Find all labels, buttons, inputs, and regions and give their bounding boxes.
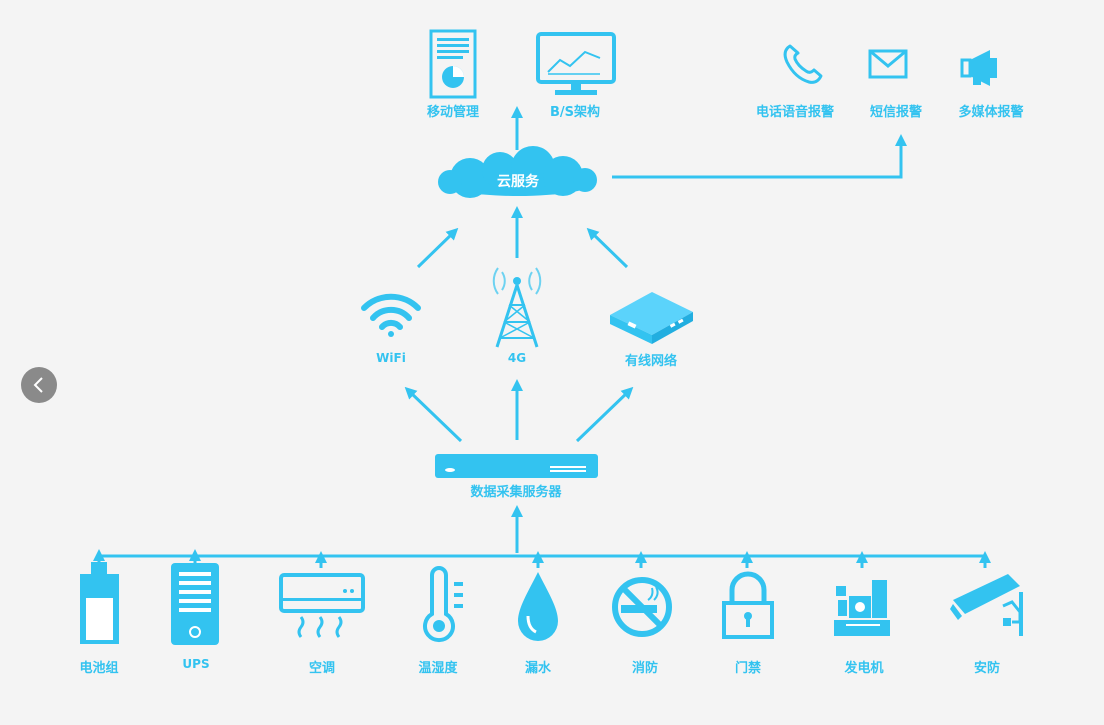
chevron-left-icon — [33, 377, 43, 393]
generator-icon — [834, 580, 890, 636]
battery-icon — [80, 562, 119, 644]
megaphone-icon — [960, 50, 997, 86]
bs-arch-label: B/S架构 — [549, 105, 601, 120]
ups-icon — [171, 563, 219, 645]
multimedia-alarm-label: 多媒体报警 — [958, 105, 1024, 120]
cell-tower-icon — [492, 267, 542, 348]
device-label-aircon: 空调 — [308, 661, 336, 676]
device-label-access-control: 门禁 — [734, 661, 762, 676]
device-label-temp-humidity: 温湿度 — [418, 661, 458, 676]
cloud-icon — [438, 146, 597, 198]
device-label-security: 安防 — [973, 661, 1001, 676]
thermometer-icon — [423, 566, 463, 643]
cloud-service-label: 云服务 — [497, 174, 539, 190]
sms-alarm-label: 短信报警 — [869, 105, 923, 120]
monitor-chart-icon — [536, 32, 616, 95]
connector-arrows — [93, 106, 991, 568]
envelope-icon — [868, 49, 908, 79]
no-smoking-icon — [612, 577, 672, 637]
phone-icon — [783, 44, 823, 84]
4g-label: 4G — [507, 351, 527, 365]
water-drop-icon — [518, 572, 558, 641]
device-label-generator: 发电机 — [844, 661, 884, 676]
mobile-mgmt-label: 移动管理 — [426, 105, 480, 120]
device-label-water-leak: 漏水 — [524, 661, 552, 676]
data-collection-server-label: 数据采集服务器 — [470, 485, 562, 500]
wifi-icon — [361, 293, 421, 337]
wifi-label: WiFi — [376, 351, 406, 365]
device-label-fire: 消防 — [631, 661, 659, 676]
device-label-ups: UPS — [182, 657, 210, 671]
security-camera-icon — [950, 574, 1023, 636]
phone-alarm-label: 电话语音报警 — [755, 105, 835, 120]
device-label-battery: 电池组 — [79, 661, 119, 676]
document-chart-icon — [429, 29, 477, 99]
server-device-icon — [435, 454, 598, 478]
air-conditioner-icon — [279, 573, 365, 638]
lock-icon — [722, 571, 774, 639]
previous-slide-button[interactable] — [21, 367, 57, 403]
network-box-icon — [610, 292, 693, 344]
wired-network-label: 有线网络 — [624, 354, 678, 369]
